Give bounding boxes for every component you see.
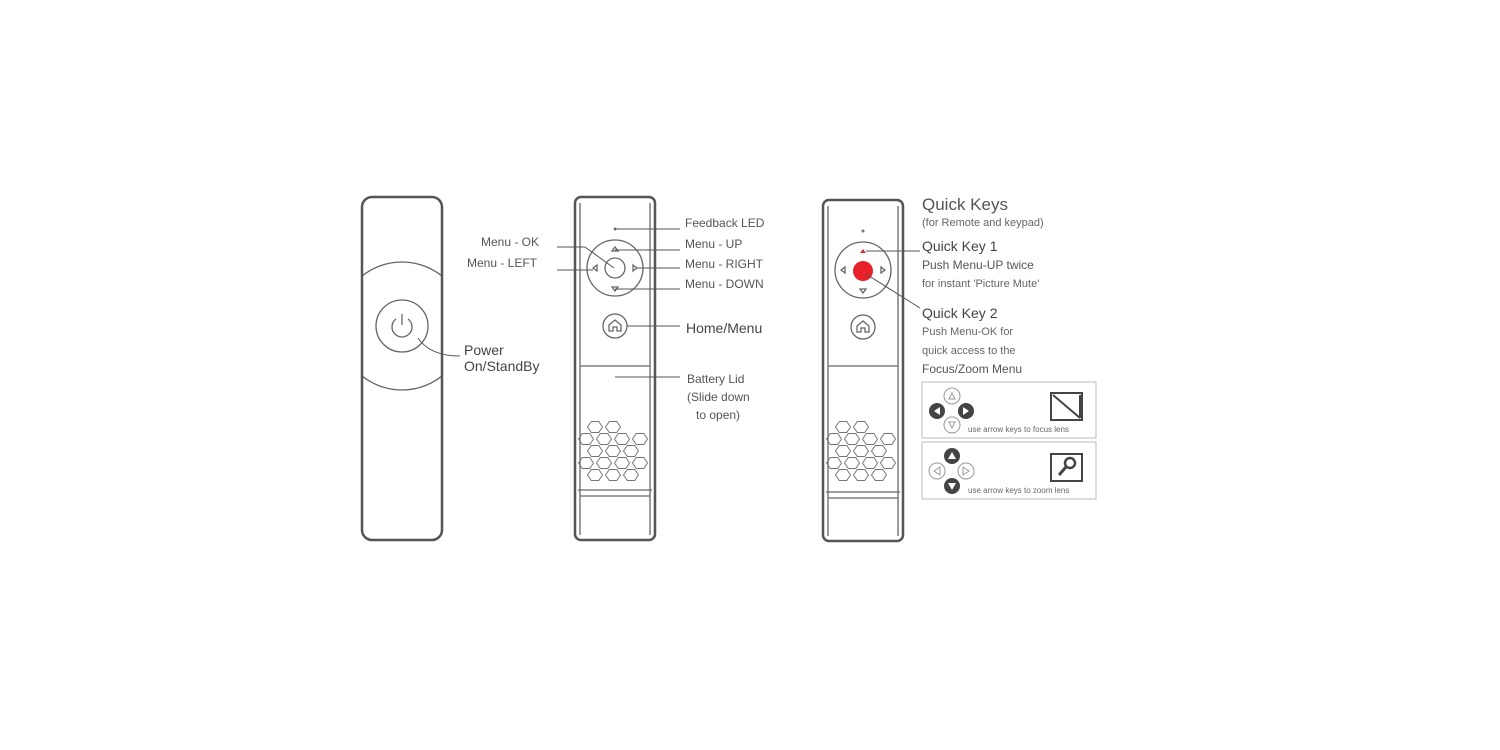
hexagon: [843, 433, 861, 445]
label-menu-right: Menu - RIGHT: [685, 257, 764, 271]
hexagon: [879, 457, 897, 469]
label-home-menu: Home/Menu: [686, 320, 762, 336]
hexagon: [613, 433, 631, 445]
home-icon: [608, 319, 622, 332]
label-battery-slide: (Slide down: [687, 390, 750, 404]
hexagon: [852, 421, 870, 433]
hexagon: [577, 457, 595, 469]
zoom-lens-panel: use arrow keys to zoom lens: [921, 441, 1097, 500]
remote-front-menu: Feedback LED Menu - UP Menu - RIGHT Menu…: [467, 195, 765, 542]
remote-front-power: Power On/StandBy: [360, 195, 540, 542]
hexagon: [631, 457, 649, 469]
label-menu-down: Menu - DOWN: [685, 277, 764, 291]
hexagon: [604, 445, 622, 457]
home-button[interactable]: [850, 314, 876, 340]
hexagon: [577, 433, 595, 445]
power-button[interactable]: [375, 299, 429, 353]
quick-key-2-title: Quick Key 2: [922, 305, 998, 321]
hexagon-grip-pattern: [577, 421, 649, 481]
label-menu-left: Menu - LEFT: [467, 256, 538, 270]
left-arrow-icon[interactable]: [591, 263, 598, 273]
quick-key-2-desc-1: Push Menu-OK for: [922, 326, 1013, 338]
zoom-caption: use arrow keys to zoom lens: [968, 486, 1069, 495]
quick-keys-subtitle: (for Remote and keypad): [922, 217, 1044, 229]
hexagon: [595, 457, 613, 469]
quick-key-1-title: Quick Key 1: [922, 238, 998, 254]
focus-lens-panel: use arrow keys to focus lens: [921, 381, 1097, 439]
hexagon: [861, 457, 879, 469]
label-power: Power: [464, 342, 504, 358]
power-icon: [391, 314, 413, 338]
label-battery-lid: Battery Lid: [687, 372, 744, 386]
right-arrow-icon[interactable]: [880, 265, 887, 275]
hexagon-grip-pattern: [825, 421, 897, 481]
hexagon: [834, 469, 852, 481]
label-menu-ok: Menu - OK: [481, 235, 539, 249]
down-arrow-icon[interactable]: [858, 288, 868, 295]
hexagon: [834, 421, 852, 433]
hexagon: [852, 445, 870, 457]
hexagon: [604, 469, 622, 481]
hexagon: [861, 433, 879, 445]
feedback-led: [861, 229, 865, 233]
hexagon: [852, 469, 870, 481]
home-icon: [856, 320, 870, 333]
right-arrow-icon[interactable]: [632, 263, 639, 273]
hexagon: [870, 469, 888, 481]
hexagon: [586, 445, 604, 457]
hexagon: [622, 469, 640, 481]
remote-quick-keys: Quick Keys (for Remote and keypad) Quick…: [821, 195, 1097, 543]
hexagon: [834, 445, 852, 457]
hexagon: [622, 445, 640, 457]
quick-keys-title: Quick Keys: [922, 195, 1008, 214]
label-feedback-led: Feedback LED: [685, 216, 765, 230]
hexagon: [604, 421, 622, 433]
hexagon: [595, 433, 613, 445]
hexagon: [825, 457, 843, 469]
hexagon: [631, 433, 649, 445]
hexagon: [586, 469, 604, 481]
hexagon: [586, 421, 604, 433]
focus-caption: use arrow keys to focus lens: [968, 425, 1069, 434]
focus-icon: [1050, 392, 1083, 421]
label-battery-open: to open): [696, 408, 740, 422]
hexagon: [870, 445, 888, 457]
magnifier-icon: [1050, 453, 1083, 482]
quick-key-2-desc-2: quick access to the: [922, 345, 1016, 357]
label-menu-up: Menu - UP: [685, 237, 742, 251]
quick-key-2-desc-3: Focus/Zoom Menu: [922, 362, 1022, 376]
ok-button[interactable]: [604, 257, 626, 279]
left-arrow-icon[interactable]: [839, 265, 846, 275]
hexagon: [825, 433, 843, 445]
hexagon: [613, 457, 631, 469]
quick-key-1-desc: Push Menu-UP twice: [922, 258, 1034, 272]
hexagon: [843, 457, 861, 469]
quick-key-1-note: for instant 'Picture Mute': [922, 278, 1039, 290]
label-power-standby: On/StandBy: [464, 358, 540, 374]
hexagon: [879, 433, 897, 445]
up-arrow-icon[interactable]: [860, 249, 866, 253]
quick-key-ok-highlight[interactable]: [853, 261, 873, 281]
up-arrow-icon[interactable]: [610, 245, 620, 252]
